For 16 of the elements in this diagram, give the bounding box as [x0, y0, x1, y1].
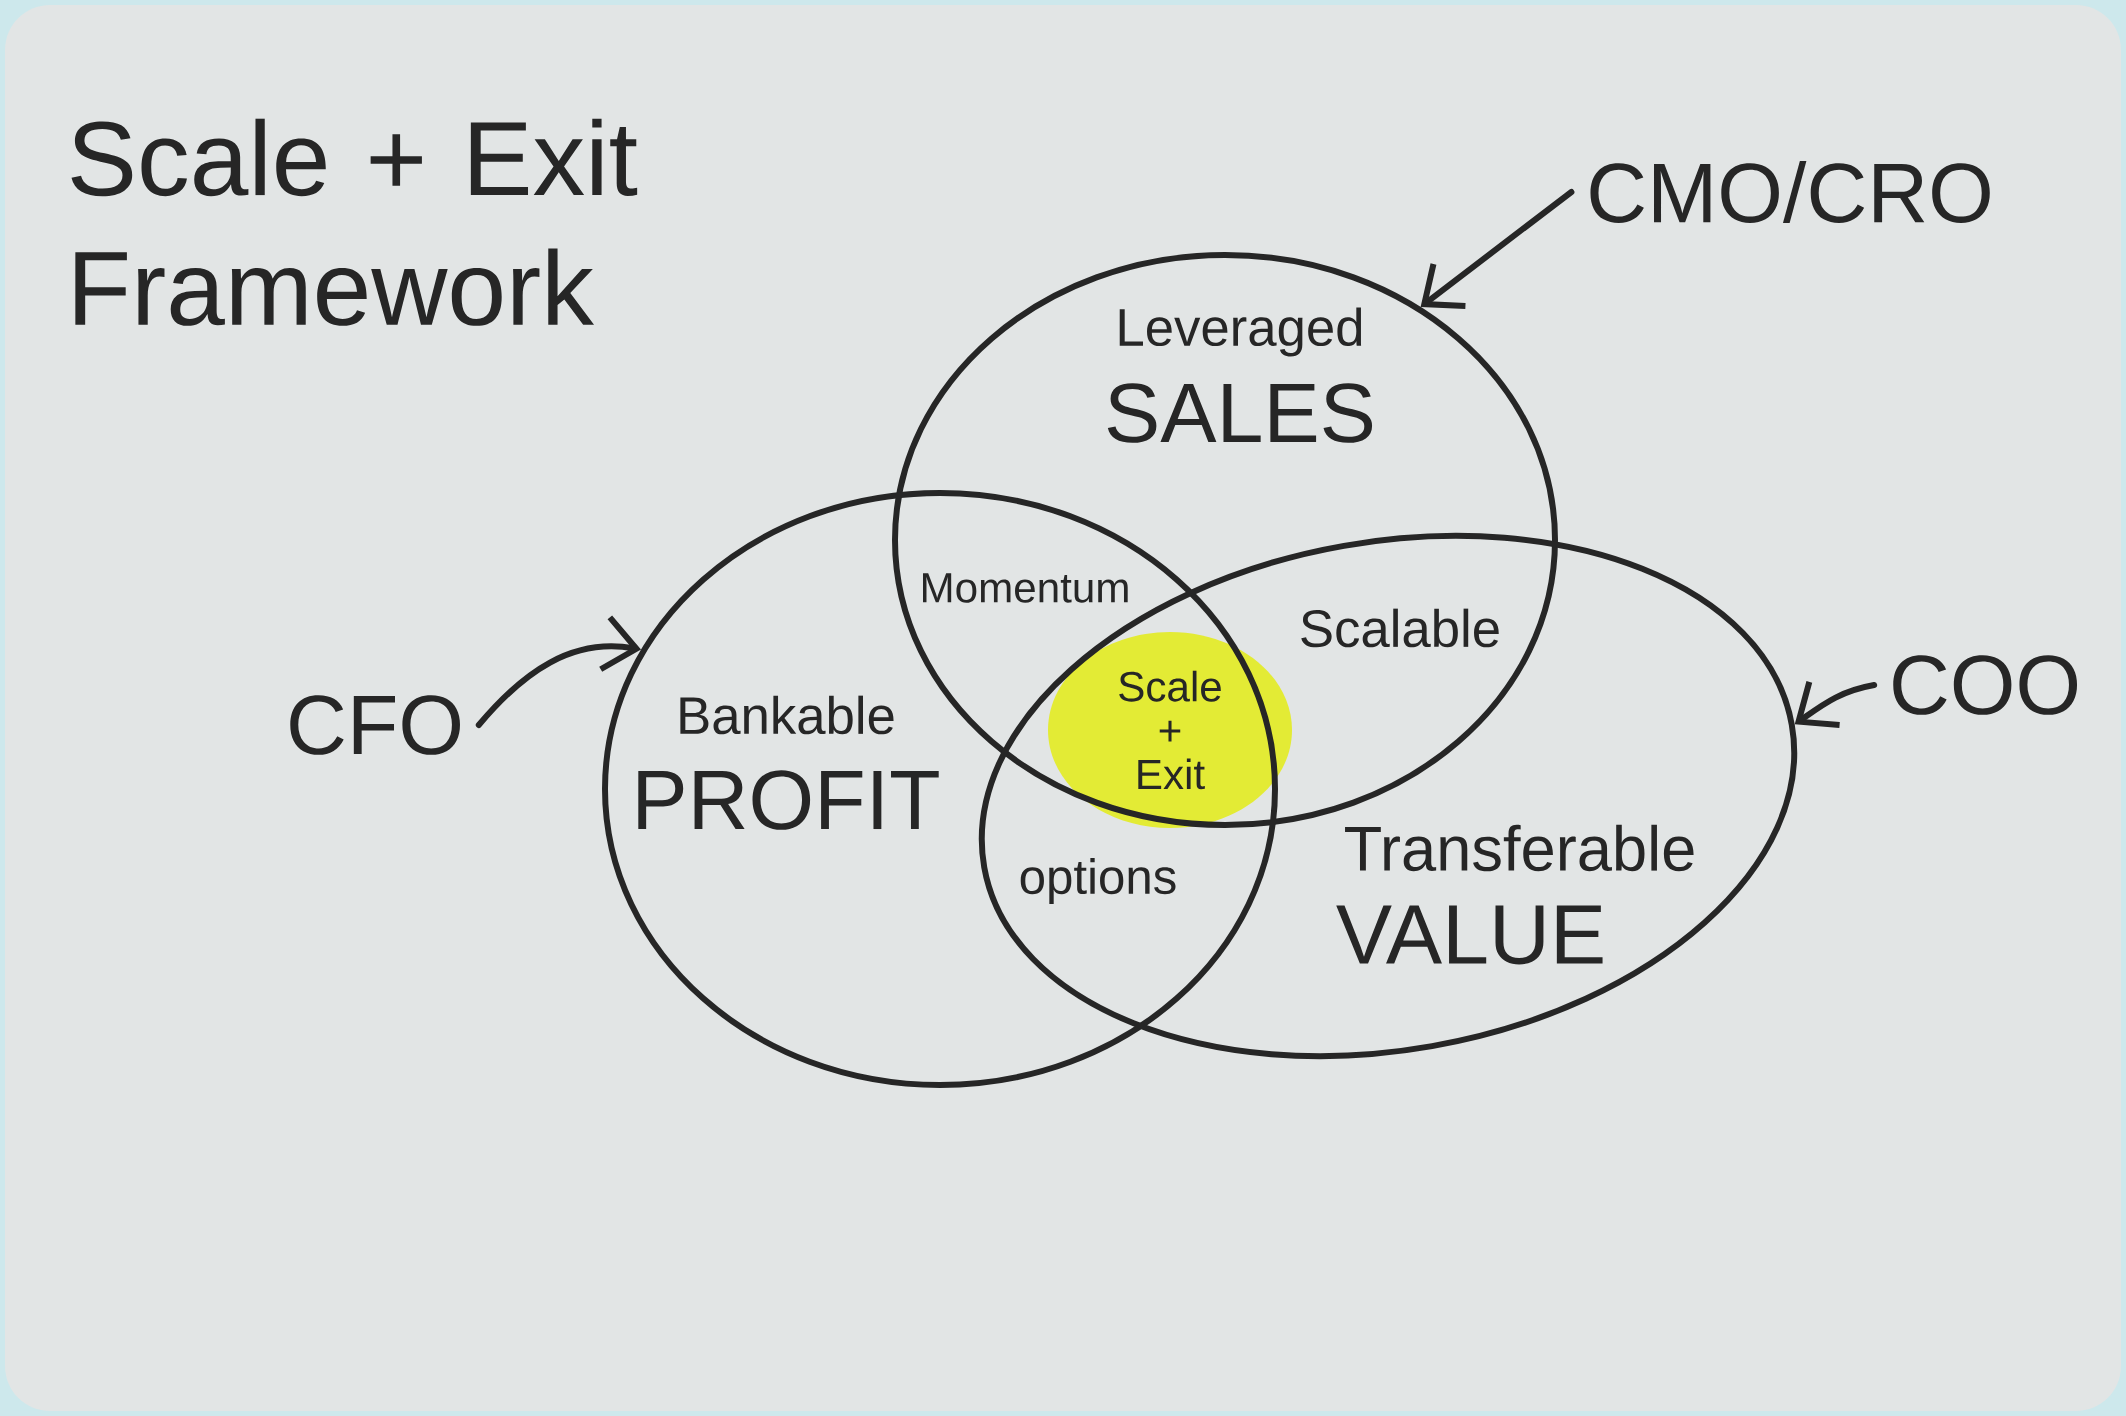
region-label: options	[1020, 858, 1176, 904]
arrow	[1420, 189, 1575, 309]
circle-subtitle: Bankable	[680, 695, 894, 735]
circle-title: SALES	[1107, 383, 1373, 443]
arrow	[475, 615, 642, 728]
circle-title: VALUE	[1336, 905, 1603, 965]
region-label: Scalable	[1301, 608, 1499, 648]
circle-subtitle: Leveraged	[1119, 307, 1362, 357]
title: Scale + Exit Framework	[71, 118, 638, 326]
region-label: Momentum	[923, 573, 1128, 603]
role-label: CFO	[290, 695, 460, 755]
circle-subtitle: Transferable	[1345, 824, 1694, 872]
role-label: COO	[1893, 655, 2078, 715]
role-label: CMO/CRO	[1590, 161, 1990, 223]
highlighted-label: Scale + Exit	[1048, 632, 1292, 828]
circle-title: PROFIT	[638, 770, 939, 830]
